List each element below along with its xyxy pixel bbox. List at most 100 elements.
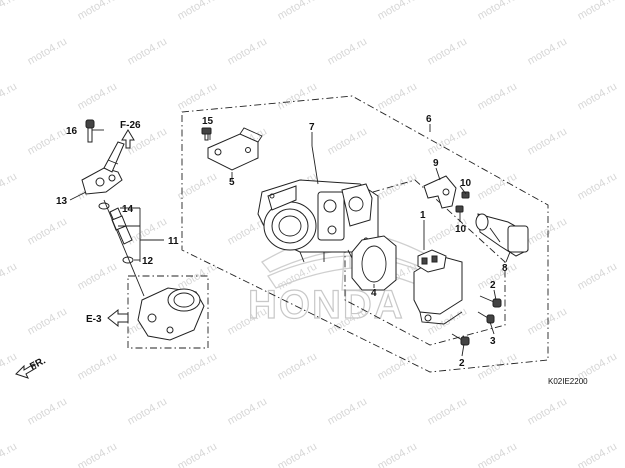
screw-part-10-upper bbox=[461, 191, 470, 199]
e3-arrow-icon bbox=[107, 308, 129, 328]
watermark-text: moto4.ru bbox=[426, 125, 470, 157]
f26-reference-label: F-26 bbox=[120, 120, 141, 131]
watermark-text: moto4.ru bbox=[476, 440, 520, 468]
part-number-7: 7 bbox=[309, 122, 315, 133]
watermark-text: moto4.ru bbox=[176, 260, 220, 292]
watermark-text: moto4.ru bbox=[76, 80, 120, 112]
watermark-text: moto4.ru bbox=[326, 35, 370, 67]
o-ring-part-14-upper bbox=[98, 202, 110, 210]
watermark-text: moto4.ru bbox=[126, 215, 170, 247]
part-number-10-lower: 10 bbox=[455, 224, 467, 235]
bracket-part-9 bbox=[423, 175, 457, 209]
part-number-1: 1 bbox=[420, 210, 426, 221]
screw-part-3 bbox=[477, 311, 495, 324]
watermark-text: moto4.ru bbox=[576, 440, 620, 468]
part-number-4: 4 bbox=[371, 288, 377, 299]
watermark-text: moto4.ru bbox=[276, 440, 320, 468]
leader-lines bbox=[69, 124, 511, 357]
watermark-text: moto4.ru bbox=[176, 80, 220, 112]
watermark-text: moto4.ru bbox=[76, 0, 120, 23]
part-number-3: 3 bbox=[490, 336, 496, 347]
part-number-2-upper: 2 bbox=[490, 280, 496, 291]
manifold-box bbox=[127, 275, 209, 349]
watermark-text: moto4.ru bbox=[0, 440, 19, 468]
watermark-text: moto4.ru bbox=[226, 395, 270, 427]
watermark-text: moto4.ru bbox=[376, 0, 420, 23]
watermark-text: moto4.ru bbox=[326, 395, 370, 427]
watermark-text: moto4.ru bbox=[0, 170, 19, 202]
fuel-pipe-part-f26 bbox=[103, 141, 125, 173]
watermark-text: moto4.ru bbox=[276, 350, 320, 382]
watermark-text: moto4.ru bbox=[0, 350, 19, 382]
watermark-text: moto4.ru bbox=[276, 0, 320, 23]
watermark-text: moto4.ru bbox=[26, 395, 70, 427]
part-number-10-upper: 10 bbox=[460, 178, 472, 189]
watermark-text: moto4.ru bbox=[276, 80, 320, 112]
watermark-text: moto4.ru bbox=[526, 305, 570, 337]
watermark-text: moto4.ru bbox=[576, 80, 620, 112]
watermark-text: moto4.ru bbox=[76, 350, 120, 382]
injector-axis-line bbox=[103, 199, 145, 297]
watermark-text: moto4.ru bbox=[26, 305, 70, 337]
watermark-text: moto4.ru bbox=[326, 125, 370, 157]
watermark-text: moto4.ru bbox=[376, 350, 420, 382]
watermark-text: moto4.ru bbox=[176, 440, 220, 468]
watermark-text: moto4.ru bbox=[426, 35, 470, 67]
watermark-text: moto4.ru bbox=[0, 0, 19, 23]
watermark-text: moto4.ru bbox=[376, 80, 420, 112]
watermark-text: moto4.ru bbox=[476, 0, 520, 23]
assembly-boundary-6 bbox=[181, 95, 549, 373]
part-number-11: 11 bbox=[168, 236, 179, 247]
watermark-text: moto4.ru bbox=[476, 350, 520, 382]
injector-bracket-part-13 bbox=[81, 167, 123, 195]
part-number-15: 15 bbox=[202, 116, 214, 127]
part-number-5: 5 bbox=[229, 177, 235, 188]
screw-part-10-lower bbox=[455, 205, 464, 213]
throttle-body-part-7 bbox=[257, 179, 379, 263]
f26-arrow-icon bbox=[121, 129, 135, 149]
watermark-text: moto4.ru bbox=[126, 35, 170, 67]
screw-part-2-lower bbox=[451, 333, 470, 346]
assembly-boundary-1 bbox=[344, 179, 506, 346]
part-number-14: 14 bbox=[122, 204, 134, 215]
watermark-text: moto4.ru bbox=[26, 215, 70, 247]
watermark-text: moto4.ru bbox=[176, 0, 220, 23]
sensor-part-1 bbox=[413, 249, 463, 325]
fr-arrow-icon bbox=[15, 363, 37, 379]
screw-part-2-upper bbox=[479, 295, 502, 308]
part-number-13: 13 bbox=[56, 196, 68, 207]
watermark-text: moto4.ru bbox=[576, 260, 620, 292]
watermark-text: moto4.ru bbox=[576, 0, 620, 23]
watermark-text: moto4.ru bbox=[526, 35, 570, 67]
part-number-2-lower: 2 bbox=[459, 358, 465, 369]
watermark-text: moto4.ru bbox=[226, 35, 270, 67]
watermark-text: moto4.ru bbox=[526, 395, 570, 427]
gasket-part-4 bbox=[351, 235, 397, 291]
fr-direction-label: FR. bbox=[28, 355, 48, 372]
watermark-text: moto4.ru bbox=[176, 350, 220, 382]
part-number-12: 12 bbox=[142, 256, 154, 267]
watermark-text: moto4.ru bbox=[476, 80, 520, 112]
part-number-16: 16 bbox=[66, 126, 78, 137]
watermark-text: moto4.ru bbox=[526, 125, 570, 157]
part-number-8: 8 bbox=[502, 263, 508, 274]
part-number-9: 9 bbox=[433, 158, 439, 169]
bolt-part-15 bbox=[201, 127, 212, 141]
watermark-text: moto4.ru bbox=[126, 395, 170, 427]
e3-reference-label: E-3 bbox=[86, 314, 102, 325]
watermark-text: moto4.ru bbox=[476, 170, 520, 202]
watermark-text: moto4.ru bbox=[0, 260, 19, 292]
intake-manifold bbox=[137, 287, 205, 341]
watermark-text: moto4.ru bbox=[376, 440, 420, 468]
watermark-text: moto4.ru bbox=[376, 170, 420, 202]
bolt-part-16 bbox=[85, 119, 95, 143]
watermark-text: moto4.ru bbox=[26, 35, 70, 67]
watermark-text: moto4.ru bbox=[576, 170, 620, 202]
watermark-text: moto4.ru bbox=[526, 215, 570, 247]
watermark-text: moto4.ru bbox=[426, 395, 470, 427]
bracket-part-5 bbox=[207, 127, 263, 171]
watermark-text: moto4.ru bbox=[26, 125, 70, 157]
diagram-code: K02IE2200 bbox=[548, 377, 588, 386]
watermark-text: moto4.ru bbox=[476, 260, 520, 292]
